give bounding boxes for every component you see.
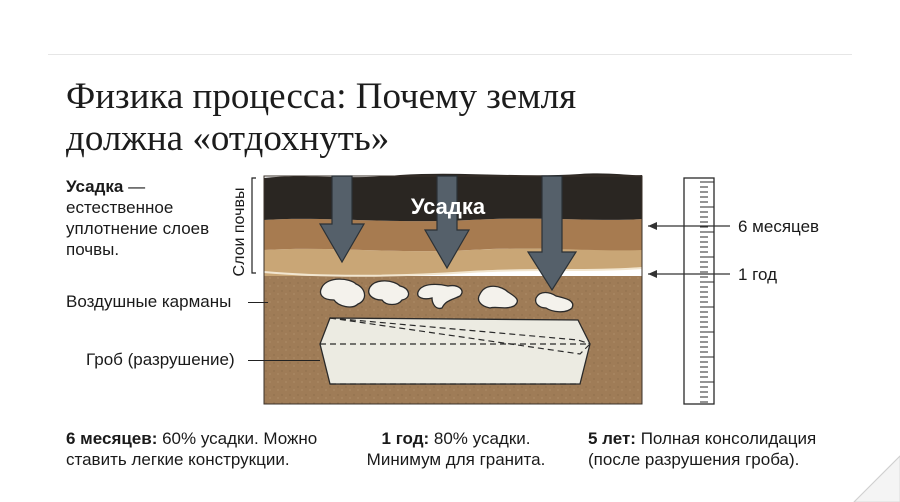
arrow-down-icon: [526, 175, 578, 292]
coffin-label: Гроб (разрушение): [86, 350, 235, 369]
caption-one-year: 1 год: 80% усадки. Минимум для гранита.: [356, 428, 556, 470]
caption-five-years-line2: (после разрушения гроба).: [588, 450, 800, 469]
caption-six-months-line2: ставить легкие конструкции.: [66, 450, 290, 469]
definition-term: Усадка: [66, 177, 124, 196]
caption-six-months-line1: 60% усадки. Можно: [157, 429, 318, 448]
top-divider: [48, 54, 852, 55]
shrinkage-arrows: [318, 175, 578, 292]
shrinkage-label: Усадка: [411, 194, 486, 219]
soil-layers-label: Слои почвы: [231, 188, 248, 277]
ruler: [683, 177, 715, 405]
six-months-label: 6 месяцев: [738, 217, 819, 236]
air-pockets-label: Воздушные карманы: [66, 292, 232, 311]
page-title: Физика процесса: Почему земля должна «от…: [66, 76, 786, 160]
soil-layers-bracket: [251, 177, 256, 274]
caption-one-year-line1: 80% усадки.: [429, 429, 531, 448]
caption-six-months-term: 6 месяцев:: [66, 429, 158, 448]
coffin-leader: [248, 360, 320, 361]
arrow-down-icon: [318, 175, 366, 264]
page-corner-icon: [853, 455, 900, 502]
caption-five-years-line1: Полная консолидация: [635, 429, 817, 448]
definition-text: — естественное уплотнение слоев почвы.: [66, 177, 210, 259]
caption-six-months: 6 месяцев: 60% усадки. Можно ставить лег…: [66, 428, 317, 470]
caption-one-year-term: 1 год:: [381, 429, 430, 448]
one-year-label: 1 год: [738, 265, 777, 284]
air-pockets-leader: [248, 302, 268, 303]
coffin: [319, 317, 591, 385]
title-line-2: должна «отдохнуть»: [66, 118, 390, 159]
caption-five-years-term: 5 лет:: [588, 429, 636, 448]
arrow-down-icon: [423, 175, 471, 270]
air-pockets: [319, 278, 574, 313]
caption-five-years: 5 лет: Полная консолидация (после разруш…: [588, 428, 816, 470]
title-line-1: Физика процесса: Почему земля: [66, 76, 577, 117]
shrinkage-definition: Усадка — естественное уплотнение слоев п…: [66, 176, 216, 260]
caption-one-year-line2: Минимум для гранита.: [366, 450, 546, 469]
